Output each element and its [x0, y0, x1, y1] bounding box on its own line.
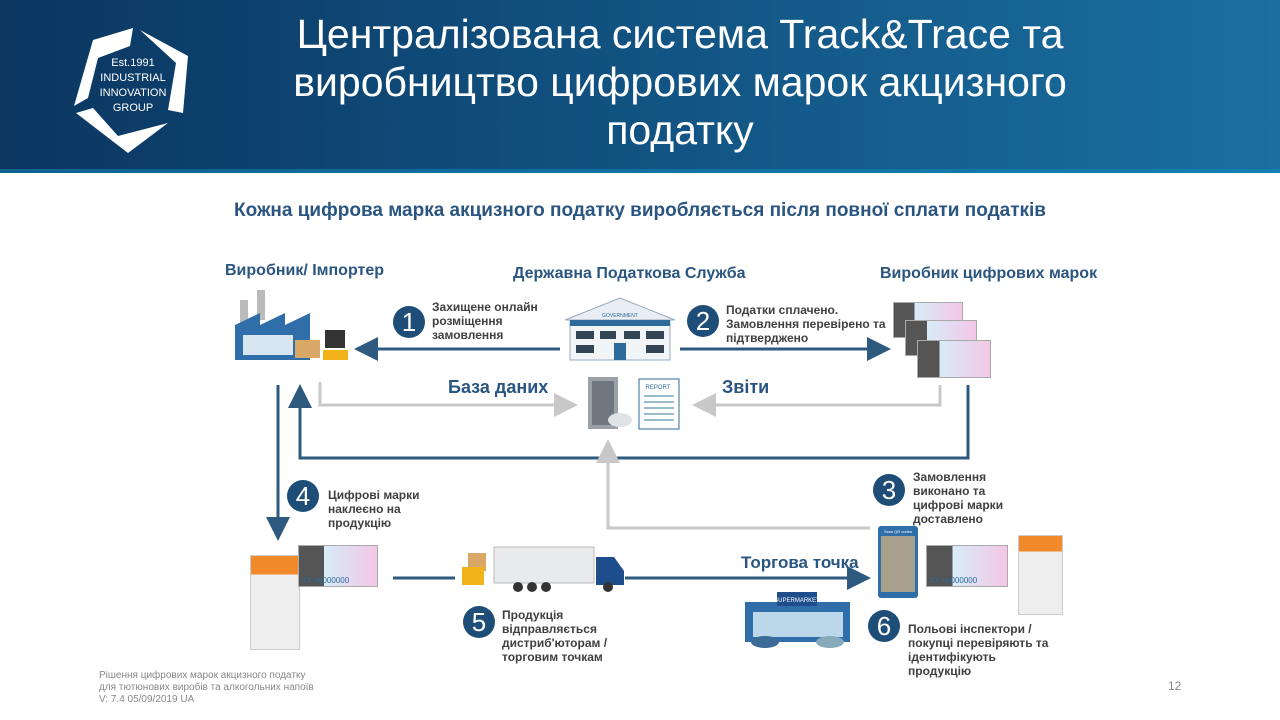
database-server-icon	[588, 377, 632, 429]
step-1-text: Захищене онлайн розміщення замовлення	[432, 300, 538, 342]
step-3-text: Замовлення виконано та цифрові марки дос…	[913, 470, 1004, 526]
footer-line2: для тютюнових виробів та алкогольних нап…	[99, 682, 314, 693]
excise-stamp-right: XX №000000	[926, 545, 1008, 587]
actor-stamp-maker: Виробник цифрових марок	[880, 265, 1098, 282]
step-6-badge: 6	[868, 610, 900, 642]
excise-stamp-left: XX №000000	[298, 545, 378, 587]
actor-tax-service: Державна Податкова Служба	[513, 265, 746, 282]
truck-icon	[462, 546, 624, 592]
step-2-text: Податки сплачено. Замовлення перевірено …	[726, 303, 886, 345]
report-label: REPORT	[646, 385, 671, 391]
logo-line2: INNOVATION	[99, 87, 167, 99]
step-1-badge: 1	[393, 306, 425, 338]
page-title: Централізована система Track&Trace та ви…	[293, 11, 1067, 153]
step-5-text: Продукція відправляється дистриб'юторам …	[502, 608, 608, 664]
cigarette-pack-icon	[250, 555, 300, 650]
logo-est: Est.1991	[111, 57, 155, 69]
reports-label: Звіти	[722, 377, 770, 397]
logo-line1: INDUSTRIAL	[100, 72, 166, 84]
excise-stamps-stack-icon	[893, 302, 993, 380]
step-4-text: Цифрові марки наклеєно на продукцію	[328, 488, 420, 530]
header-banner	[0, 0, 1280, 173]
footer-note: Рішення цифрових марок акцизного податку…	[99, 670, 314, 706]
step-2-badge: 2	[687, 305, 719, 337]
supermarket-icon: SUPERMARKET	[745, 592, 850, 648]
database-label: База даних	[448, 377, 549, 397]
factory-icon	[235, 290, 348, 360]
logo-line3: GROUP	[112, 102, 154, 114]
report-icon: REPORT	[638, 378, 680, 430]
step-5-badge: 5	[463, 606, 495, 638]
phone-scanner-icon: Scan QR codes	[878, 526, 918, 598]
government-label: GOVERNMENT	[602, 313, 638, 319]
step-3-badge: 3	[873, 474, 905, 506]
logo-text: Est.1991 INDUSTRIAL INNOVATION GROUP	[80, 56, 186, 116]
supermarket-sign: SUPERMARKET	[774, 598, 820, 604]
footer-line3: V: 7.4 05/09/2019 UA	[99, 694, 195, 705]
page-number: 12	[1168, 679, 1182, 693]
step-6-text: Польові інспектори / покупці перевіряють…	[908, 622, 1049, 678]
scan-label: Scan QR codes	[883, 529, 912, 534]
cigarette-pack-icon-right	[1018, 535, 1063, 615]
retail-label: Торгова точка	[741, 553, 859, 572]
subtitle: Кожна цифрова марка акцизного податку ви…	[234, 200, 1046, 221]
actor-producer: Виробник/ Імпортер	[225, 262, 385, 279]
company-logo	[74, 28, 188, 153]
footer-line1: Рішення цифрових марок акцизного податку	[99, 670, 306, 681]
government-building-icon: GOVERNMENT	[564, 297, 676, 361]
step-4-badge: 4	[287, 480, 319, 512]
